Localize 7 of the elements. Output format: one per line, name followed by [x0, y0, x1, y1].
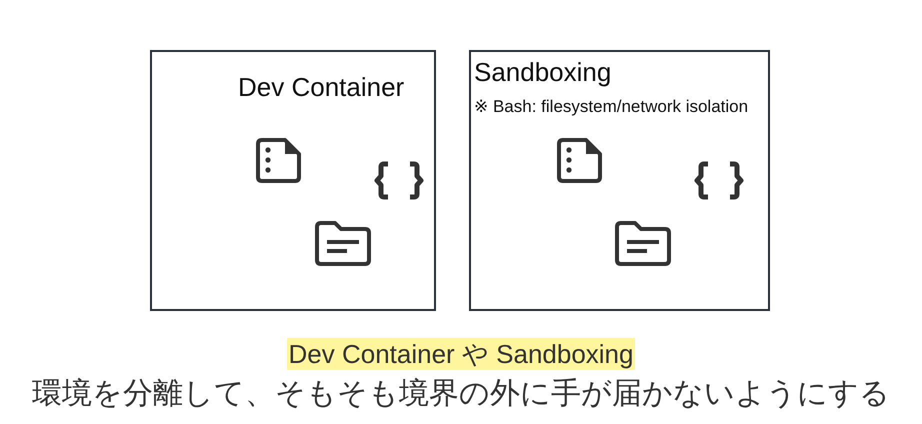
description-text: 環境を分離して、そもそも境界の外に手が届かないようにする: [31, 376, 891, 412]
panel: [150, 50, 436, 311]
panel-title: Dev Container: [238, 72, 404, 102]
panel-title: Sandboxing: [474, 57, 612, 87]
panel-note: ※ Bash: filesystem/network isolation: [474, 96, 748, 117]
highlighted-caption: Dev Container や Sandboxing: [286, 338, 636, 370]
panel: [469, 50, 770, 311]
